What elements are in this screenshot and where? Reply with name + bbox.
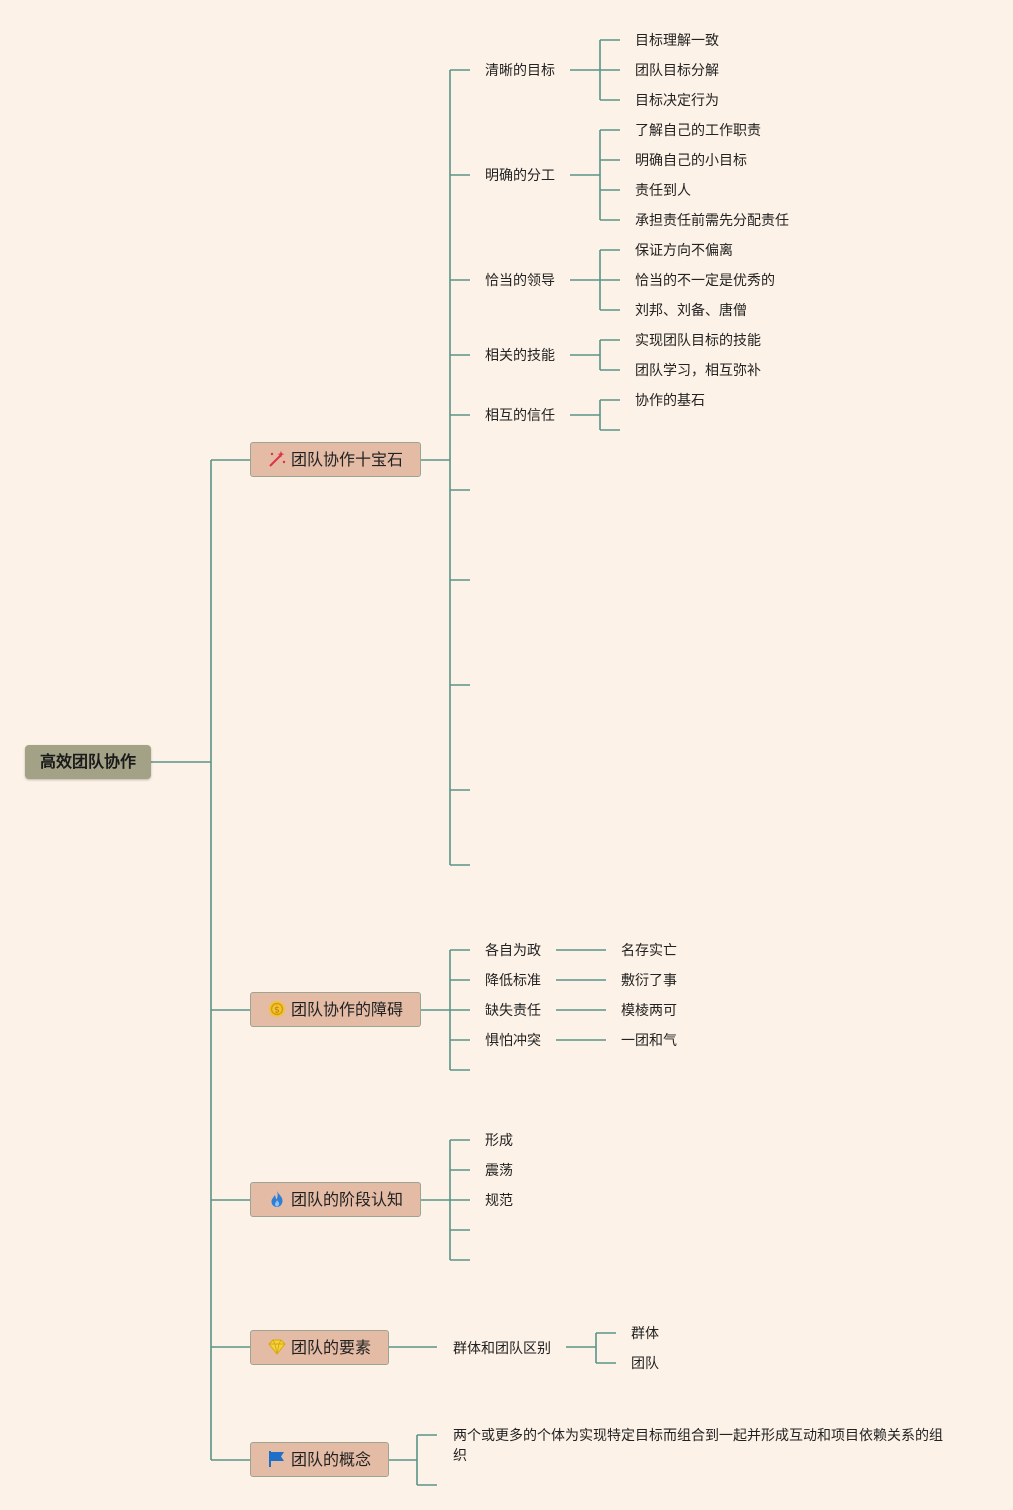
leaf-topic[interactable]: 目标理解一致 (635, 33, 719, 49)
branch-title: 团队的概念 (291, 1450, 372, 1469)
sub-topic[interactable]: 恰当的领导 (485, 273, 555, 289)
leaf-topic[interactable]: 目标决定行为 (635, 93, 719, 109)
concept-description[interactable]: 两个或更多的个体为实现特定目标而组合到一起并形成互动和项目依赖关系的组织 (453, 1428, 943, 1464)
sub-topic[interactable]: 规范 (485, 1193, 513, 1209)
sub-topic[interactable]: 清晰的目标 (485, 63, 555, 79)
leaf-topic[interactable]: 了解自己的工作职责 (635, 123, 761, 139)
leaf-topic[interactable]: 承担责任前需先分配责任 (635, 213, 789, 229)
sub-topic[interactable]: 缺失责任 (485, 1003, 541, 1019)
magic-wand-icon (267, 450, 289, 468)
sub-topic[interactable]: 各自为政 (485, 943, 541, 959)
branch-topic-elements[interactable]: 团队的要素 (250, 1330, 389, 1365)
leaf-topic[interactable]: 实现团队目标的技能 (635, 333, 761, 349)
leaf-topic[interactable]: 保证方向不偏离 (635, 243, 733, 259)
branch-title: 团队协作的障碍 (291, 1000, 404, 1019)
branch-title: 团队协作十宝石 (291, 450, 404, 469)
leaf-topic[interactable]: 刘邦、刘备、唐僧 (635, 303, 747, 319)
diamond-icon (267, 1338, 289, 1356)
branch-topic-obstacles[interactable]: $ 团队协作的障碍 (250, 992, 421, 1027)
coin-icon: $ (267, 1000, 289, 1018)
sub-topic[interactable]: 相关的技能 (485, 348, 555, 364)
leaf-topic[interactable]: 模棱两可 (621, 1003, 677, 1019)
leaf-topic[interactable]: 恰当的不一定是优秀的 (635, 273, 775, 289)
leaf-topic[interactable]: 一团和气 (621, 1033, 677, 1049)
sub-topic[interactable]: 降低标准 (485, 973, 541, 989)
leaf-topic[interactable]: 团队学习，相互弥补 (635, 363, 761, 379)
leaf-topic[interactable]: 协作的基石 (635, 393, 705, 409)
svg-text:$: $ (274, 1006, 280, 1016)
branch-topic-gems[interactable]: 团队协作十宝石 (250, 442, 421, 477)
branch-title: 团队的阶段认知 (291, 1190, 404, 1209)
branch-topic-stages[interactable]: 团队的阶段认知 (250, 1182, 421, 1217)
flame-icon (267, 1190, 289, 1208)
sub-topic[interactable]: 明确的分工 (485, 168, 555, 184)
leaf-topic[interactable]: 责任到人 (635, 183, 691, 199)
sub-topic[interactable]: 相互的信任 (485, 408, 555, 424)
branch-title: 团队的要素 (291, 1338, 372, 1357)
leaf-topic[interactable]: 明确自己的小目标 (635, 153, 747, 169)
leaf-topic[interactable]: 群体 (631, 1326, 659, 1342)
leaf-topic[interactable]: 团队 (631, 1356, 659, 1372)
sub-topic[interactable]: 惧怕冲突 (485, 1033, 541, 1049)
leaf-topic[interactable]: 团队目标分解 (635, 63, 719, 79)
flag-icon (267, 1450, 289, 1468)
branch-topic-concept[interactable]: 团队的概念 (250, 1442, 389, 1477)
leaf-topic[interactable]: 名存实亡 (621, 943, 677, 959)
sub-topic[interactable]: 形成 (485, 1133, 513, 1149)
sub-topic[interactable]: 群体和团队区别 (453, 1341, 551, 1357)
leaf-topic[interactable]: 敷衍了事 (621, 973, 677, 989)
sub-topic[interactable]: 震荡 (485, 1163, 513, 1179)
root-topic[interactable]: 高效团队协作 (25, 745, 151, 779)
